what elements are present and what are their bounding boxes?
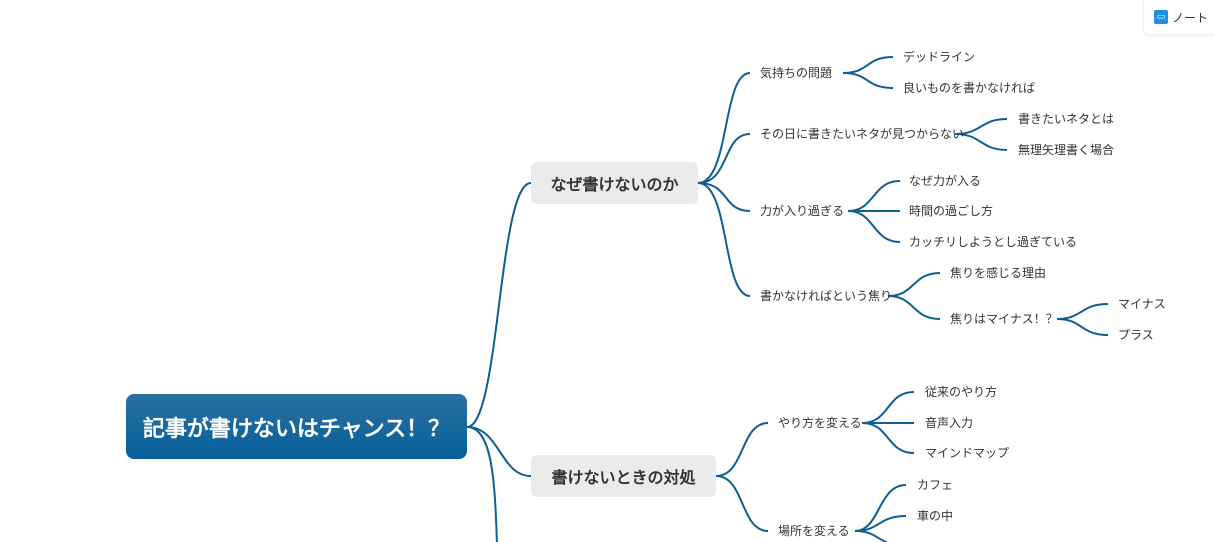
node[interactable]: 書かなければという焦り [760, 289, 893, 303]
node[interactable]: 書きたいネタとは [1018, 112, 1115, 126]
node[interactable]: カフェ [917, 478, 954, 492]
node[interactable]: カッチリしようとし過ぎている [909, 235, 1078, 249]
node[interactable]: 焦りはマイナス！？ [950, 312, 1058, 326]
node[interactable]: 場所を変える [778, 524, 850, 538]
node[interactable]: デッドライン [903, 50, 976, 64]
node[interactable]: マイナス [1118, 297, 1166, 311]
topic-countermeasures[interactable]: 書けないときの対処 [531, 455, 716, 497]
node[interactable]: なぜ力が入る [909, 174, 982, 188]
node[interactable]: 無理矢理書く場合 [1018, 143, 1115, 157]
node[interactable]: 力が入り過ぎる [760, 204, 845, 218]
note-label: ノート [1172, 10, 1209, 25]
node[interactable]: 焦りを感じる理由 [950, 266, 1047, 280]
node[interactable]: マインドマップ [925, 446, 1010, 460]
node[interactable]: その日に書きたいネタが見つからない [760, 127, 965, 141]
node[interactable]: プラス [1118, 328, 1154, 342]
node[interactable]: 良いものを書かなければ [903, 81, 1036, 95]
root-topic[interactable]: 記事が書けないはチャンス！？ [126, 394, 467, 459]
node[interactable]: 時間の過ごし方 [909, 204, 994, 218]
topic-why-cant-write[interactable]: なぜ書けないのか [531, 162, 698, 204]
note-icon: ▭ [1154, 10, 1168, 24]
note-button[interactable]: ▭ ノート [1143, 0, 1214, 35]
node[interactable]: 音声入力 [925, 416, 974, 430]
node[interactable]: 従来のやり方 [925, 385, 998, 399]
node[interactable]: 車の中 [917, 509, 954, 523]
node[interactable]: やり方を変える [778, 416, 862, 430]
node[interactable]: 気持ちの問題 [760, 66, 833, 80]
